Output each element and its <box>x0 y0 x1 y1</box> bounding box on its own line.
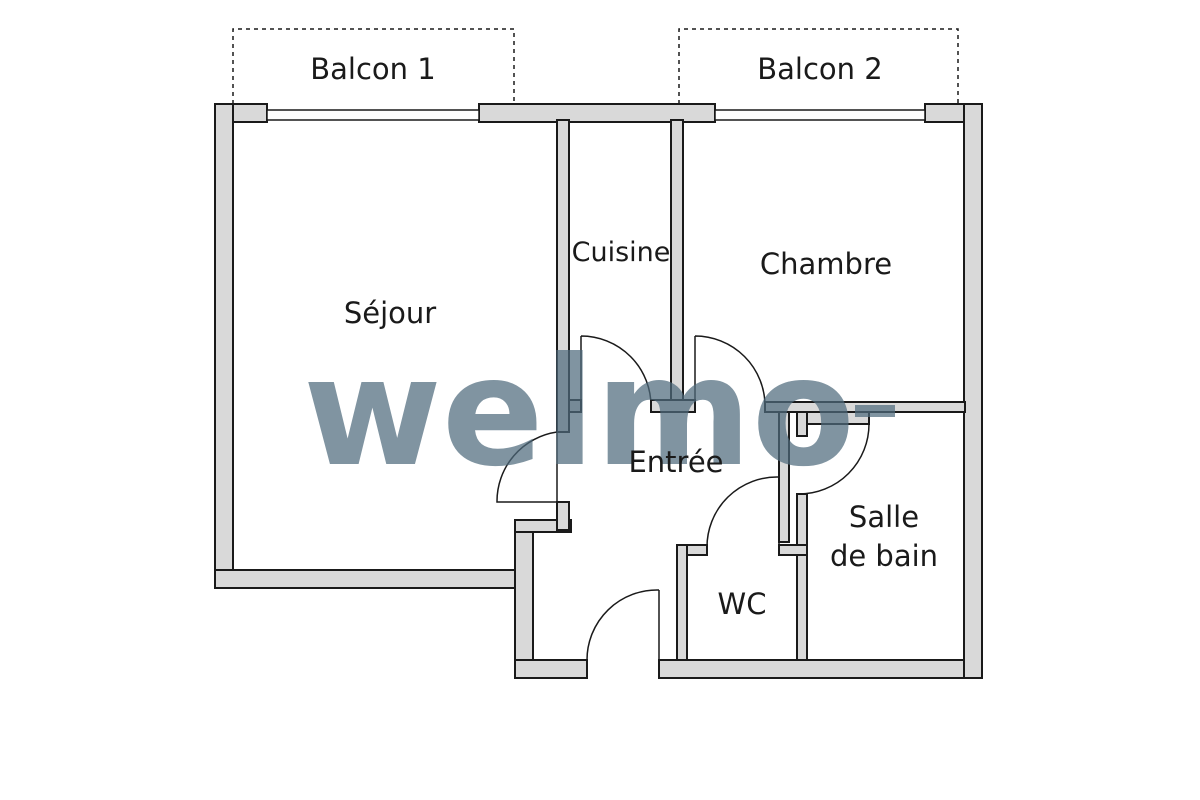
door-chambre <box>694 335 766 407</box>
door-cuisine <box>580 335 652 407</box>
wall-salle-left-upper <box>796 411 808 437</box>
wall-sejour-entree-lower <box>556 501 570 531</box>
balcony-1-outline <box>232 28 515 104</box>
wall-cuisine-bottom-left <box>568 399 582 413</box>
door-wc <box>706 476 780 549</box>
label-sejour: Séjour <box>344 296 436 330</box>
watermark-logo: welmo <box>303 326 855 500</box>
label-salle-line-1: Salle <box>849 500 919 534</box>
wall-right <box>963 103 983 679</box>
wall-left <box>214 103 234 589</box>
door-salle-de-bain <box>798 423 870 495</box>
wall-wc-left <box>676 544 688 661</box>
wall-salle-left-lower <box>796 493 808 661</box>
label-wc: WC <box>718 587 767 621</box>
label-chambre: Chambre <box>760 247 892 281</box>
wall-sejour-cuisine <box>556 119 570 433</box>
wall-sejour-bottom <box>214 569 534 589</box>
label-balcon-2: Balcon 2 <box>757 52 882 86</box>
window-sejour <box>266 109 480 121</box>
window-chambre <box>714 109 926 121</box>
door-entree <box>586 589 660 661</box>
label-balcon-1: Balcon 1 <box>310 52 435 86</box>
wall-bottom-right <box>658 659 983 679</box>
label-salle-line-2: de bain <box>830 539 938 573</box>
wall-wc-top-right <box>778 544 808 556</box>
wall-bottom-left <box>514 659 588 679</box>
watermark-underline <box>855 405 895 417</box>
door-sejour <box>496 431 558 503</box>
label-entree: Entrée <box>628 445 723 479</box>
label-cuisine: Cuisine <box>572 237 671 268</box>
wall-step-vertical <box>514 519 534 679</box>
